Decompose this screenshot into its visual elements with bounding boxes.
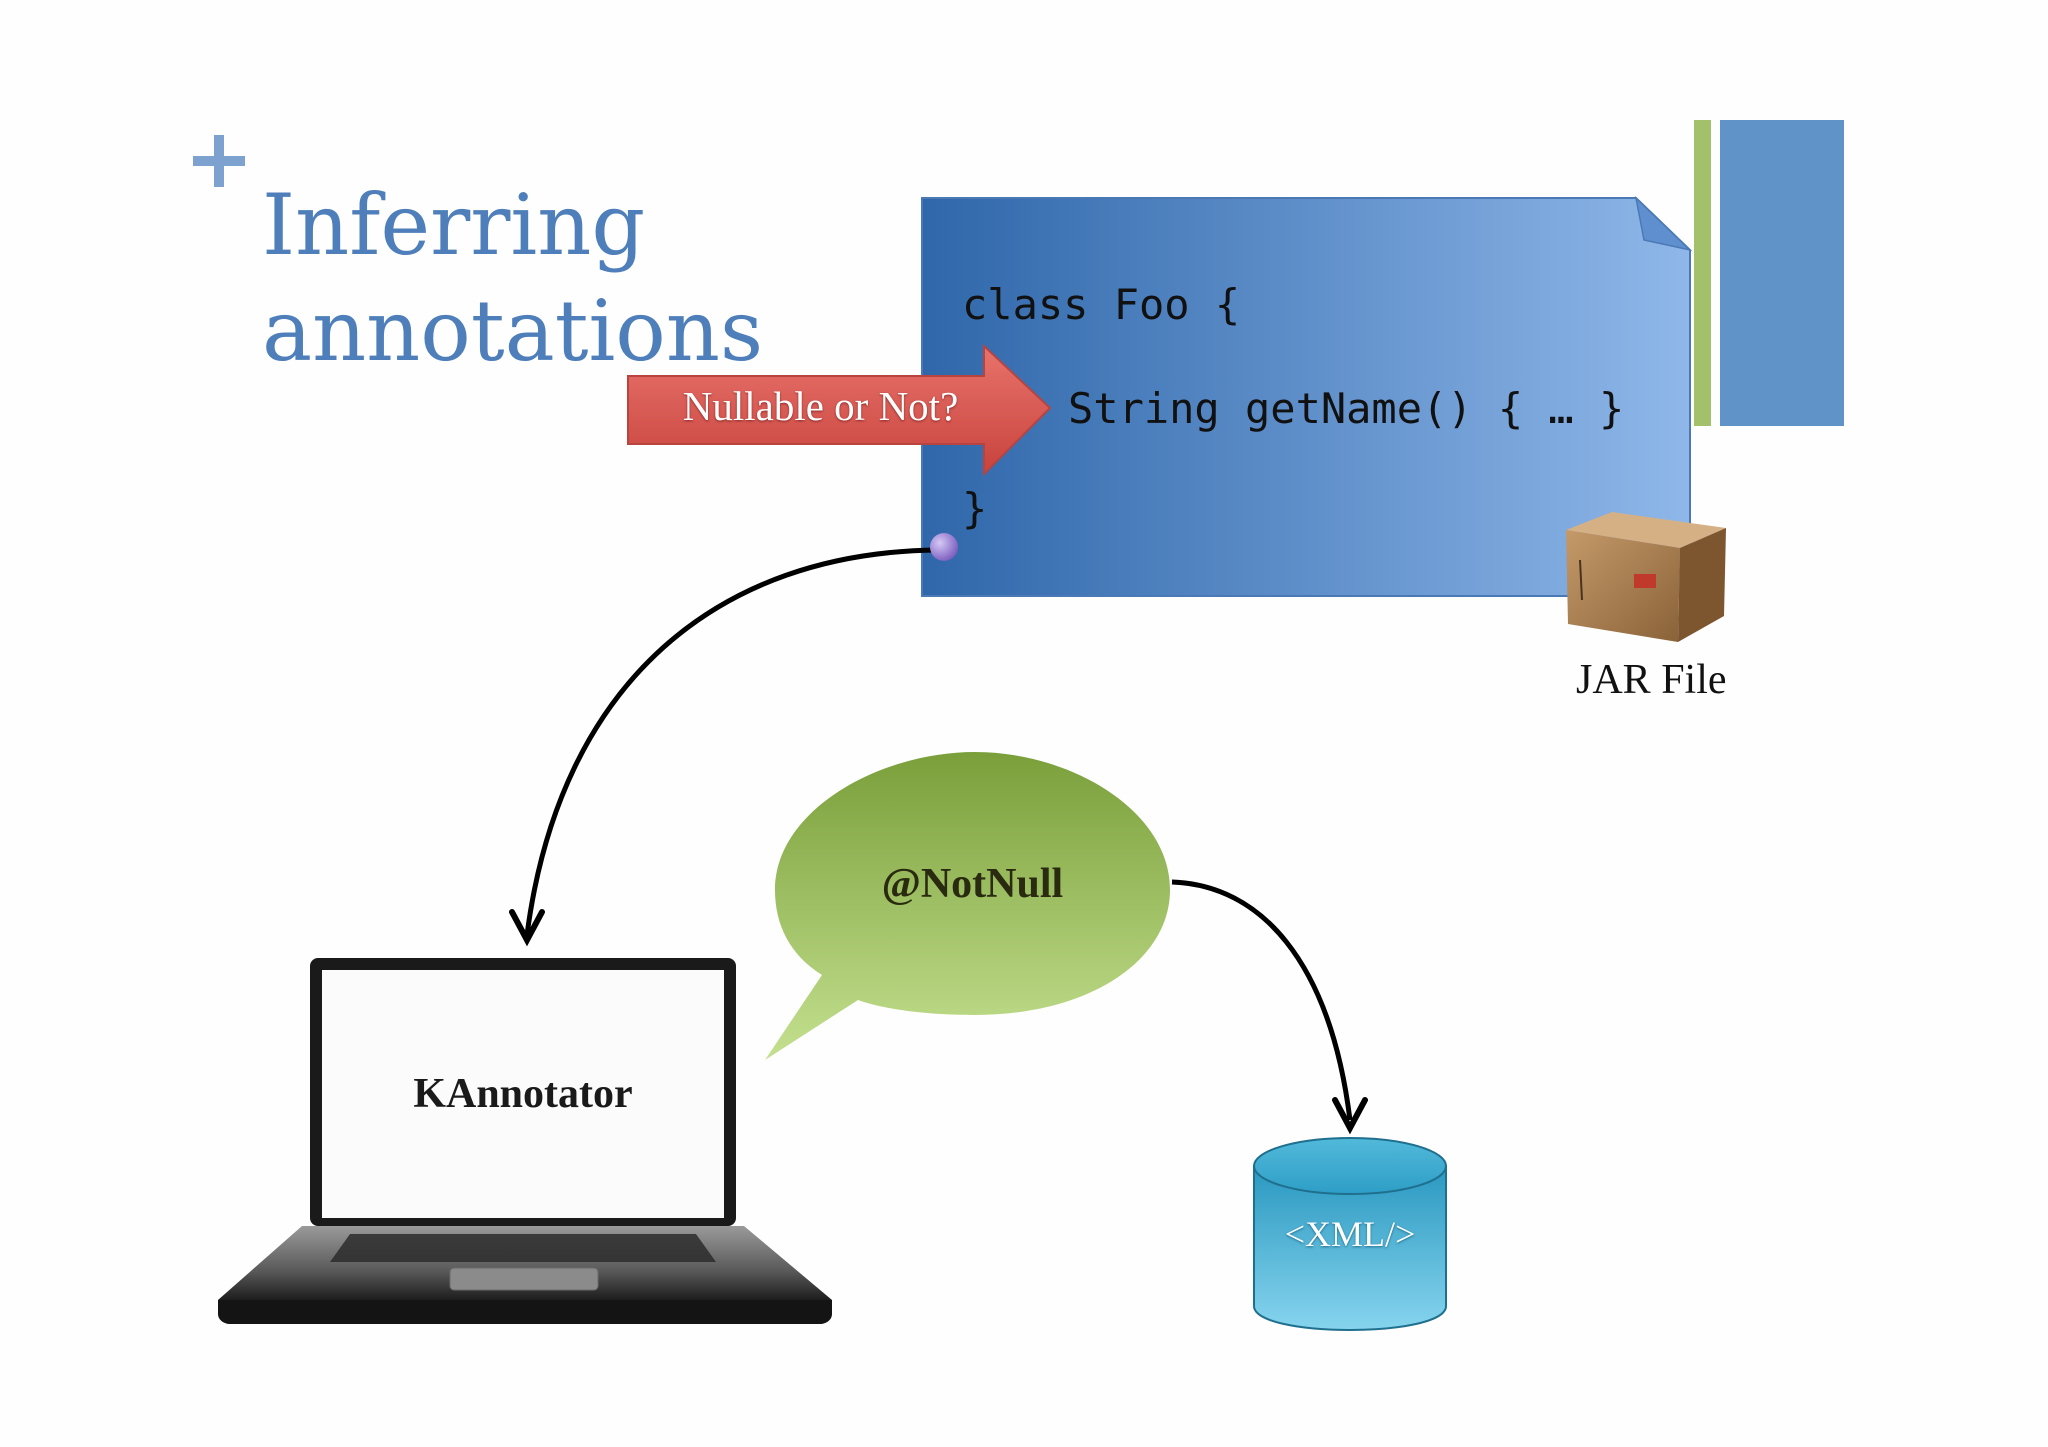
connector-bubble-to-xml bbox=[1171, 879, 1353, 1121]
plus-icon bbox=[193, 135, 245, 187]
arrowhead-xml-icon bbox=[1332, 1097, 1368, 1135]
speech-bubble bbox=[765, 752, 1170, 1060]
nullable-arrow bbox=[627, 343, 1052, 477]
jar-box-icon bbox=[1566, 512, 1726, 642]
title-line-1: Inferring bbox=[262, 176, 646, 274]
title-line-2: annotations bbox=[262, 282, 764, 380]
code-line-1: class Foo { bbox=[962, 280, 1241, 329]
slide-title: Inferring annotations bbox=[262, 172, 822, 384]
accent-green-bar bbox=[1694, 120, 1711, 426]
laptop bbox=[218, 958, 832, 1324]
xml-label: <XML/> bbox=[1284, 1214, 1416, 1254]
arrow-label: Nullable or Not? bbox=[682, 383, 959, 429]
bubble-label: @NotNull bbox=[881, 861, 1064, 907]
arrowhead-laptop-icon bbox=[509, 909, 545, 947]
code-line-2: String getName() { … } bbox=[1068, 384, 1625, 433]
laptop-label: KAnnotator bbox=[413, 1071, 633, 1117]
connector-dot bbox=[930, 533, 958, 561]
jar-file-label: JAR File bbox=[1576, 657, 1727, 703]
code-panel bbox=[921, 195, 1693, 597]
accent-blue-bar bbox=[1720, 120, 1844, 426]
code-line-3: } bbox=[962, 484, 988, 533]
connector-code-to-laptop bbox=[524, 547, 939, 936]
xml-database bbox=[1253, 1137, 1447, 1331]
